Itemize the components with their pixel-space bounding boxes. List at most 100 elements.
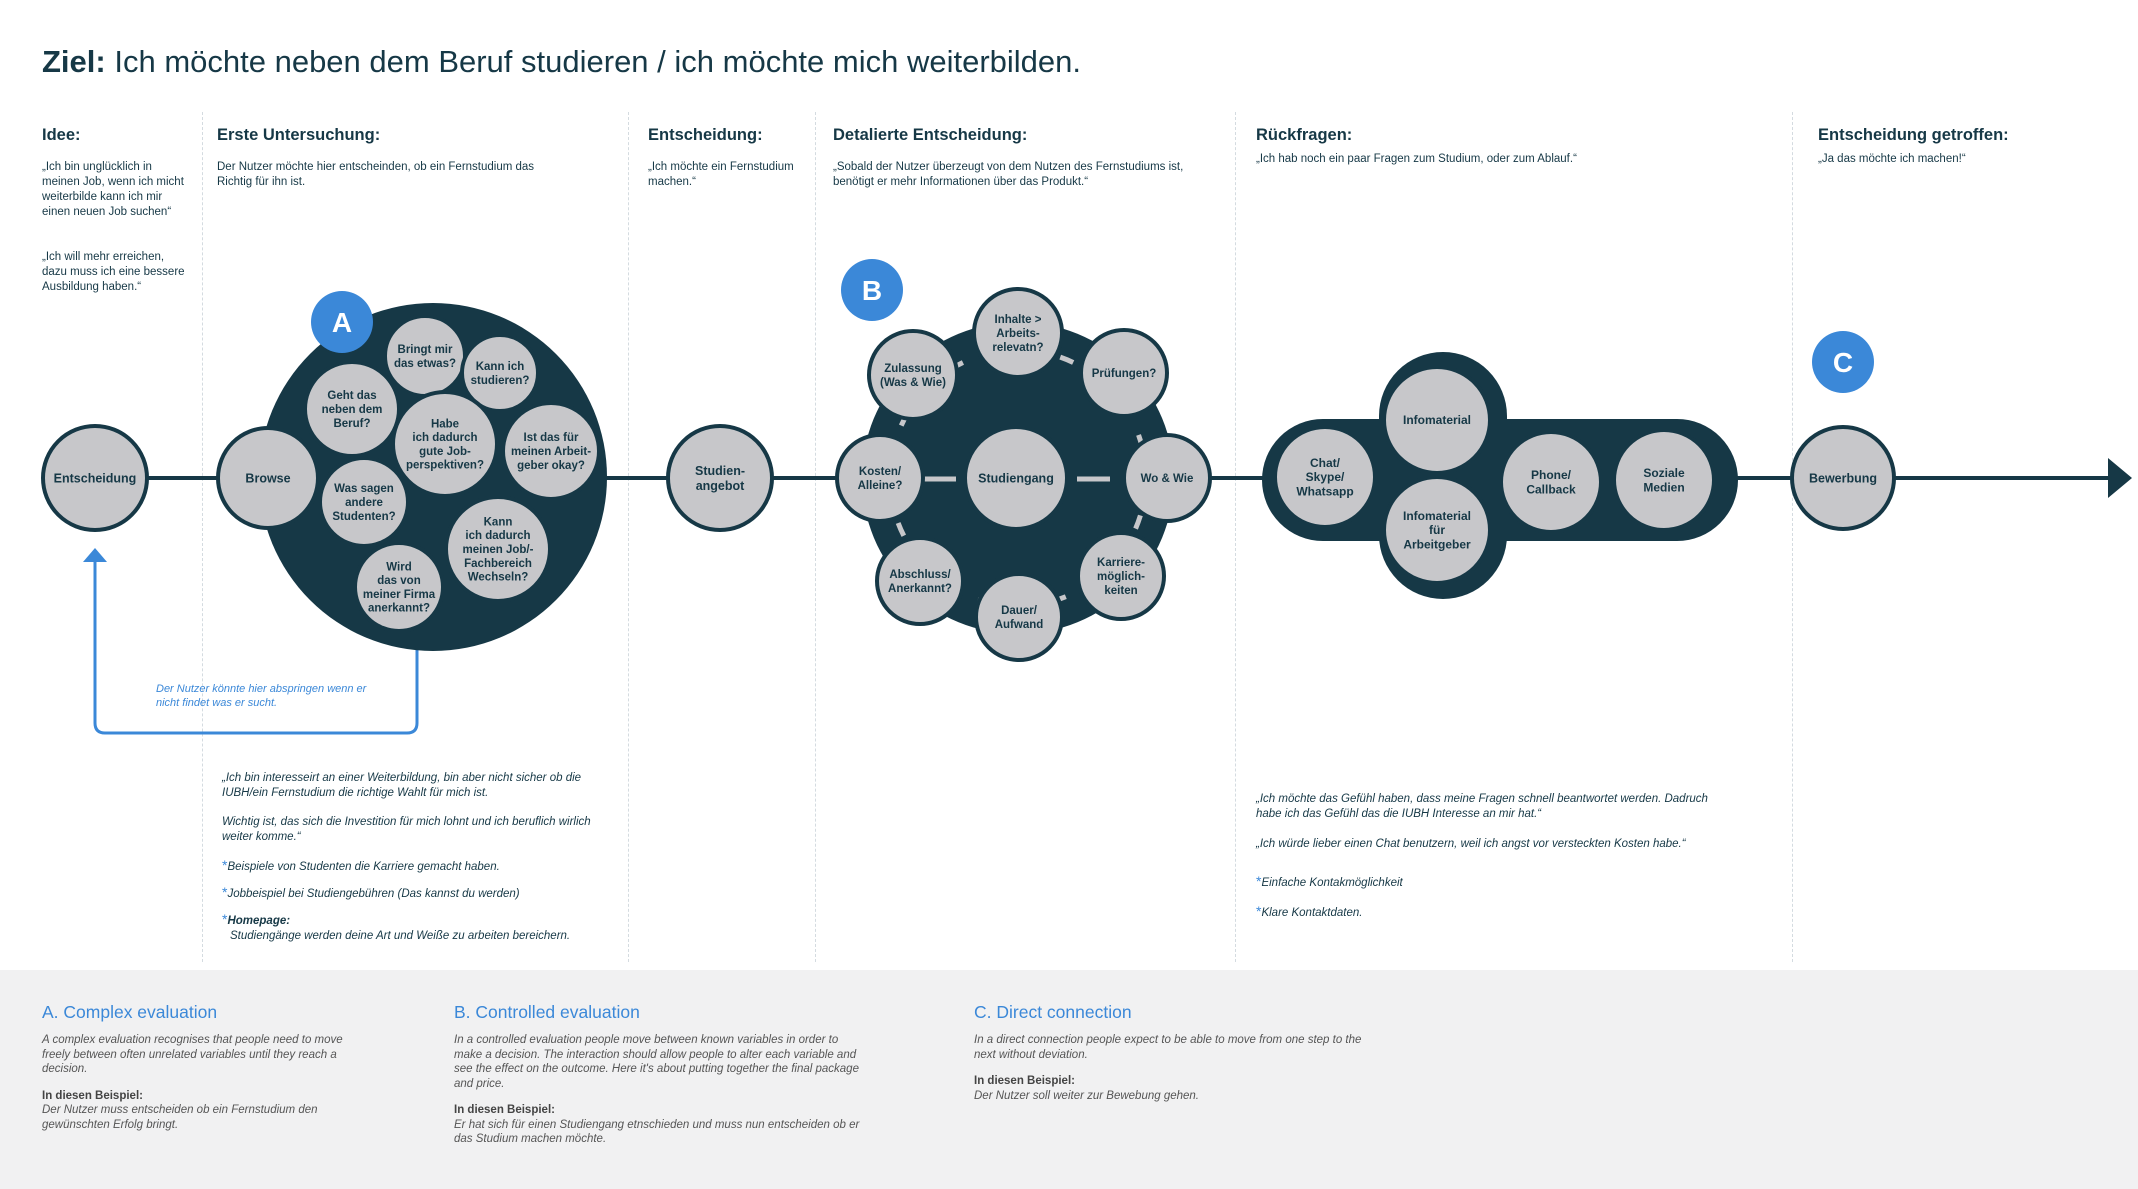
feedback-loop-arrowhead bbox=[83, 548, 107, 562]
quote-entscheidung: „Ich möchte ein Fernstudium machen.“ bbox=[648, 161, 794, 188]
node-browse: Browse bbox=[216, 426, 320, 530]
node-studiengang-label: Studiengang bbox=[978, 471, 1054, 485]
heading-idee: Idee: bbox=[42, 126, 81, 144]
cluster-b-node: Karriere-möglich-keiten bbox=[1076, 531, 1166, 621]
quote-detaillierte-entscheidung: „Sobald der Nutzer überzeugt von dem Nut… bbox=[833, 161, 1184, 188]
node-bewerbung: Bewerbung bbox=[1790, 425, 1896, 531]
cluster-c-node-label: Infomaterial bbox=[1403, 413, 1471, 427]
node-studienangebot-label: Studien-angebot bbox=[695, 464, 745, 493]
cluster-b-node-label: Karriere-möglich-keiten bbox=[1097, 557, 1145, 597]
legend-b-example: Er hat sich für einen Studiengang etnsch… bbox=[454, 1118, 860, 1146]
cluster-c-node: Chat/Skype/Whatsapp bbox=[1273, 425, 1377, 529]
node-browse-label: Browse bbox=[245, 471, 290, 485]
cluster-b-node-label: Abschluss/Anerkannt? bbox=[888, 569, 952, 595]
legend-a-title: A. Complex evaluation bbox=[42, 1002, 218, 1022]
legend-b-desc: In a controlled evaluation people move b… bbox=[454, 1034, 859, 1090]
asterisk-icon: * bbox=[1256, 903, 1262, 919]
note-left-bullet-3: *Homepage:Studiengänge werden deine Art … bbox=[222, 911, 571, 943]
note-left-bullet-1: *Beispiele von Studenten die Karriere ge… bbox=[222, 857, 500, 874]
legend-c: C. Direct connection In a direct connect… bbox=[974, 1002, 1374, 1103]
cluster-c-node: Infomaterial bbox=[1382, 365, 1492, 475]
cluster-c-node-label: Phone/Callback bbox=[1526, 468, 1576, 496]
quote-idee-2: „Ich will mehr erreichen, dazu muss ich … bbox=[42, 251, 185, 293]
cluster-b-node-label: Dauer/Aufwand bbox=[995, 605, 1044, 631]
note-left-quote-2: Wichtig ist, das sich die Investition fü… bbox=[222, 816, 591, 843]
cluster-b-node: Inhalte >Arbeits-relevatn? bbox=[972, 287, 1064, 379]
cluster-b-node: Wo & Wie bbox=[1122, 433, 1212, 523]
column-divider bbox=[815, 112, 816, 962]
cluster-c-node-label: Chat/Skype/Whatsapp bbox=[1296, 456, 1353, 499]
heading-detaillierte-entscheidung: Detalierte Entscheidung: bbox=[833, 126, 1028, 144]
legend-c-title: C. Direct connection bbox=[974, 1002, 1132, 1022]
quote-rueckfragen: „Ich hab noch ein paar Fragen zum Studiu… bbox=[1256, 153, 1577, 165]
cluster-b-node-label: Prüfungen? bbox=[1092, 368, 1157, 380]
column-divider bbox=[628, 112, 629, 962]
legend-b-subheading: In diesen Beispiel: bbox=[454, 1104, 555, 1116]
feedback-loop-line bbox=[93, 560, 419, 735]
badge-b: B bbox=[841, 259, 903, 321]
note-right-quote-2: „Ich würde lieber einen Chat benutzern, … bbox=[1256, 838, 1686, 850]
legend-b: B. Controlled evaluation In a controlled… bbox=[454, 1002, 864, 1147]
column-divider bbox=[1792, 112, 1793, 962]
note-right-bullet-2: *Klare Kontaktdaten. bbox=[1256, 903, 1363, 920]
badge-a: A bbox=[311, 291, 373, 353]
asterisk-icon: * bbox=[222, 857, 228, 873]
page-title: Ziel: Ich möchte neben dem Beruf studier… bbox=[42, 44, 1082, 79]
quote-idee-1: „Ich bin unglücklich in meinen Job, wenn… bbox=[42, 161, 184, 218]
node-entscheidung: Entscheidung bbox=[41, 424, 149, 532]
cluster-c-node: Phone/Callback bbox=[1499, 430, 1603, 534]
node-entscheidung-label: Entscheidung bbox=[54, 471, 137, 485]
legend-c-desc: In a direct connection people expect to … bbox=[974, 1034, 1362, 1061]
note-left-bullet-2: *Jobbeispiel bei Studiengebühren (Das ka… bbox=[222, 884, 520, 901]
asterisk-icon: * bbox=[222, 911, 228, 927]
column-divider bbox=[1235, 112, 1236, 962]
badge-b-label: B bbox=[862, 275, 882, 306]
cluster-b-node-label: Inhalte >Arbeits-relevatn? bbox=[992, 314, 1043, 354]
cluster-b-node-label: Wo & Wie bbox=[1141, 473, 1194, 485]
cluster-b-node: Abschluss/Anerkannt? bbox=[875, 536, 965, 626]
legend-a-example: Der Nutzer muss entscheiden ob ein Ferns… bbox=[42, 1104, 318, 1131]
cluster-b-node: Dauer/Aufwand bbox=[974, 572, 1064, 662]
cluster-b-node-label: Zulassung(Was & Wie) bbox=[880, 363, 946, 389]
badge-c-label: C bbox=[1833, 347, 1853, 378]
node-studiengang: Studiengang bbox=[963, 425, 1069, 531]
legend-b-title: B. Controlled evaluation bbox=[454, 1002, 640, 1022]
node-studienangebot: Studien-angebot bbox=[666, 424, 774, 532]
cluster-b-node-label: Kosten/Alleine? bbox=[858, 466, 903, 492]
heading-entscheidung-getroffen: Entscheidung getroffen: bbox=[1818, 126, 2009, 144]
loop-note: Der Nutzer könnte hier abspringen wenn e… bbox=[156, 683, 367, 709]
legend-c-example: Der Nutzer soll weiter zur Bewebung gehe… bbox=[974, 1089, 1200, 1102]
node-bewerbung-label: Bewerbung bbox=[1809, 471, 1877, 485]
cluster-b-node: Zulassung(Was & Wie) bbox=[867, 329, 959, 421]
cluster-b-node: Prüfungen? bbox=[1079, 328, 1169, 418]
journey-diagram: Entscheidung Browse Studien-angebot Studien… bbox=[41, 259, 2132, 735]
legend-a-subheading: In diesen Beispiel: bbox=[42, 1089, 143, 1102]
note-right-quote-1: „Ich möchte das Gefühl haben, dass meine… bbox=[1256, 793, 1708, 820]
legend-footer: A. Complex evaluation A complex evaluati… bbox=[0, 970, 2138, 1189]
legend-a-desc: A complex evaluation recognises that peo… bbox=[42, 1034, 343, 1075]
desc-erste-untersuchung: Der Nutzer möchte hier entscheinden, ob … bbox=[217, 161, 535, 188]
heading-erste-untersuchung: Erste Untersuchung: bbox=[217, 126, 381, 144]
note-right-bullet-1: *Einfache Kontakmöglichkeit bbox=[1256, 873, 1403, 890]
timeline-arrowhead bbox=[2108, 458, 2132, 498]
heading-entscheidung: Entscheidung: bbox=[648, 126, 763, 144]
heading-rueckfragen: Rückfragen: bbox=[1256, 126, 1353, 144]
cluster-b-node: Kosten/Alleine? bbox=[835, 433, 925, 523]
legend-c-subheading: In diesen Beispiel: bbox=[974, 1075, 1075, 1087]
asterisk-icon: * bbox=[222, 884, 228, 900]
